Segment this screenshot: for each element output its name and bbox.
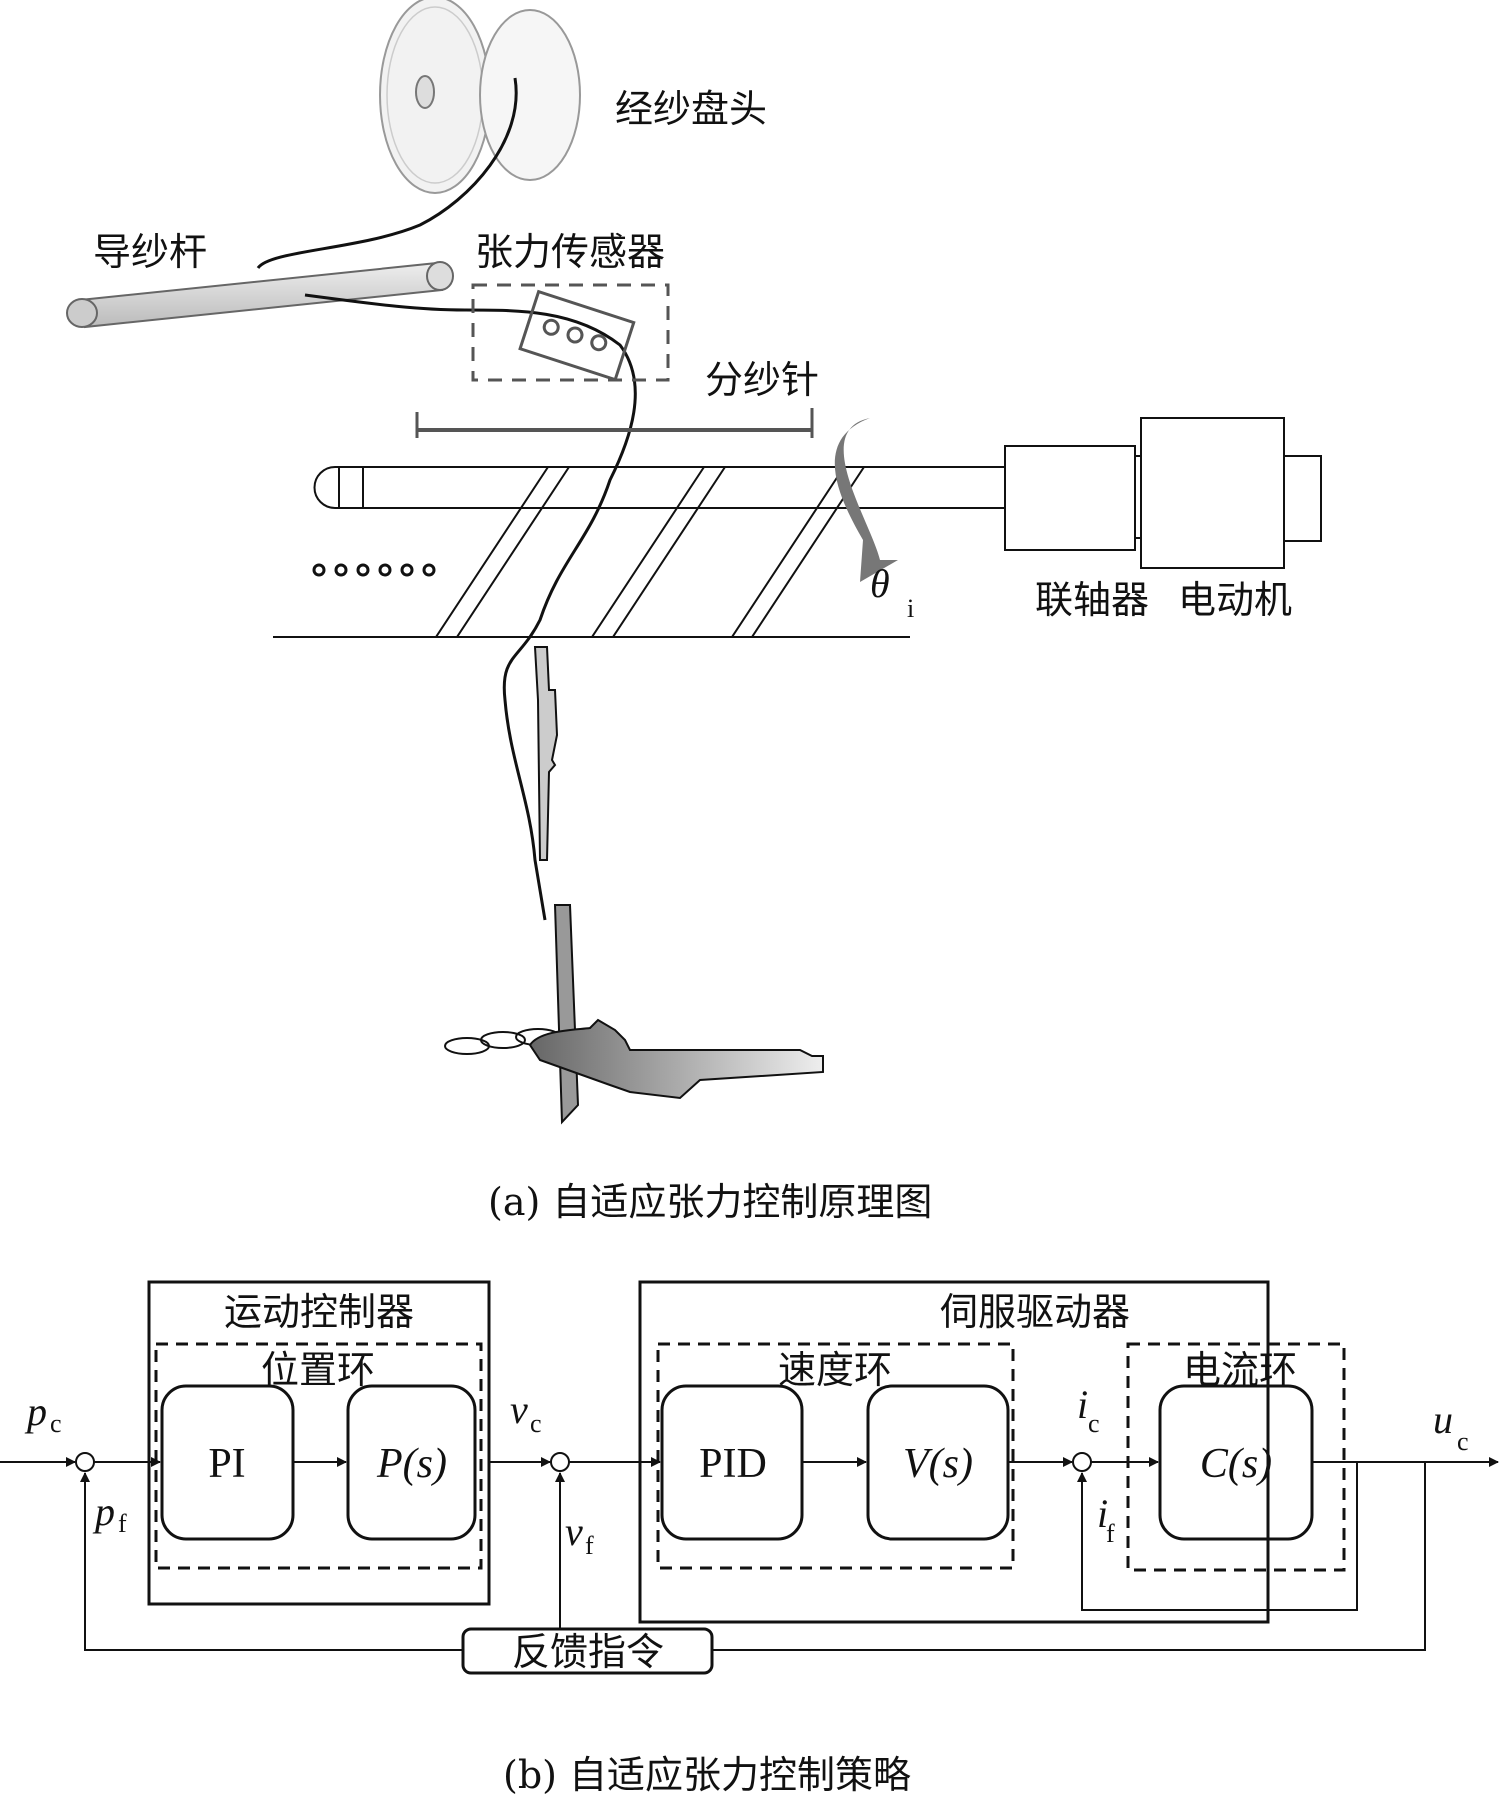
- signal-vc-sub: c: [530, 1409, 542, 1438]
- warp-beam-spool-icon: [379, 0, 581, 194]
- label-tension-sensor: 张力传感器: [475, 230, 665, 274]
- label-motor: 电动机: [1178, 578, 1292, 622]
- signal-if: i: [1097, 1491, 1108, 1536]
- signal-ic: i: [1077, 1382, 1088, 1427]
- signal-lines: [0, 1457, 1499, 1651]
- position-loop-box: [154, 1342, 483, 1570]
- label-coupling: 联轴器: [1035, 578, 1149, 622]
- rotation-arrow-icon: [834, 418, 898, 582]
- signal-uc-sub: c: [1457, 1427, 1469, 1456]
- current-loop-box: [1126, 1342, 1346, 1572]
- block-pid-label: PID: [699, 1441, 767, 1487]
- label-warp-beam: 经纱盘头: [615, 87, 767, 131]
- block-c-s-label: C(s): [1200, 1441, 1272, 1487]
- label-guide-bar: 导纱杆: [93, 230, 207, 274]
- label-angle-theta: θ: [870, 561, 890, 606]
- signal-vf: v: [565, 1509, 583, 1554]
- servo-driver-box: [638, 1280, 1270, 1624]
- caption-figure-a: (a) 自适应张力控制原理图: [488, 1180, 932, 1224]
- signal-pc: p: [24, 1389, 47, 1434]
- block-p-s: [346, 1384, 477, 1541]
- caption-figure-b: (b) 自适应张力控制策略: [503, 1753, 911, 1797]
- yarn-path: [256, 77, 637, 921]
- signal-if-sub: f: [1106, 1519, 1115, 1548]
- tension-sensor-icon: [471, 283, 670, 382]
- sum-junction-position: [75, 1452, 95, 1472]
- signal-pf: p: [92, 1489, 115, 1534]
- signal-uc: u: [1433, 1397, 1453, 1442]
- speed-loop-box: [656, 1342, 1015, 1570]
- block-v-s-label: V(s): [903, 1441, 973, 1487]
- servo-driver-title: 伺服驱动器: [940, 1290, 1130, 1334]
- signal-pf-sub: f: [118, 1509, 127, 1538]
- motor-icon: [1140, 417, 1322, 569]
- feedback-command-block: [461, 1627, 714, 1675]
- sum-junction-current: [1072, 1452, 1092, 1472]
- signal-ic-sub: c: [1088, 1409, 1100, 1438]
- sum-junction-speed: [550, 1452, 570, 1472]
- sinker-icon: [528, 1018, 824, 1100]
- separator-needle-icon: [415, 408, 814, 438]
- coupling-icon: [1004, 445, 1142, 551]
- signal-vf-sub: f: [585, 1531, 594, 1560]
- feedback-command-label: 反馈指令: [512, 1630, 664, 1674]
- signal-pc-sub: c: [50, 1409, 62, 1438]
- block-pi-label: PI: [208, 1441, 245, 1487]
- speed-loop-title: 速度环: [778, 1348, 892, 1392]
- signal-vc: v: [510, 1387, 528, 1432]
- guide-bar-icon: [66, 261, 454, 329]
- motion-controller-title: 运动控制器: [224, 1290, 414, 1334]
- label-separator-needle: 分纱针: [705, 358, 819, 402]
- motion-controller-box: [147, 1280, 491, 1606]
- label-angle-sub: i: [907, 594, 914, 623]
- position-loop-title: 位置环: [261, 1348, 375, 1392]
- shaft-icon: [273, 466, 1005, 638]
- block-p-s-label: P(s): [376, 1441, 447, 1487]
